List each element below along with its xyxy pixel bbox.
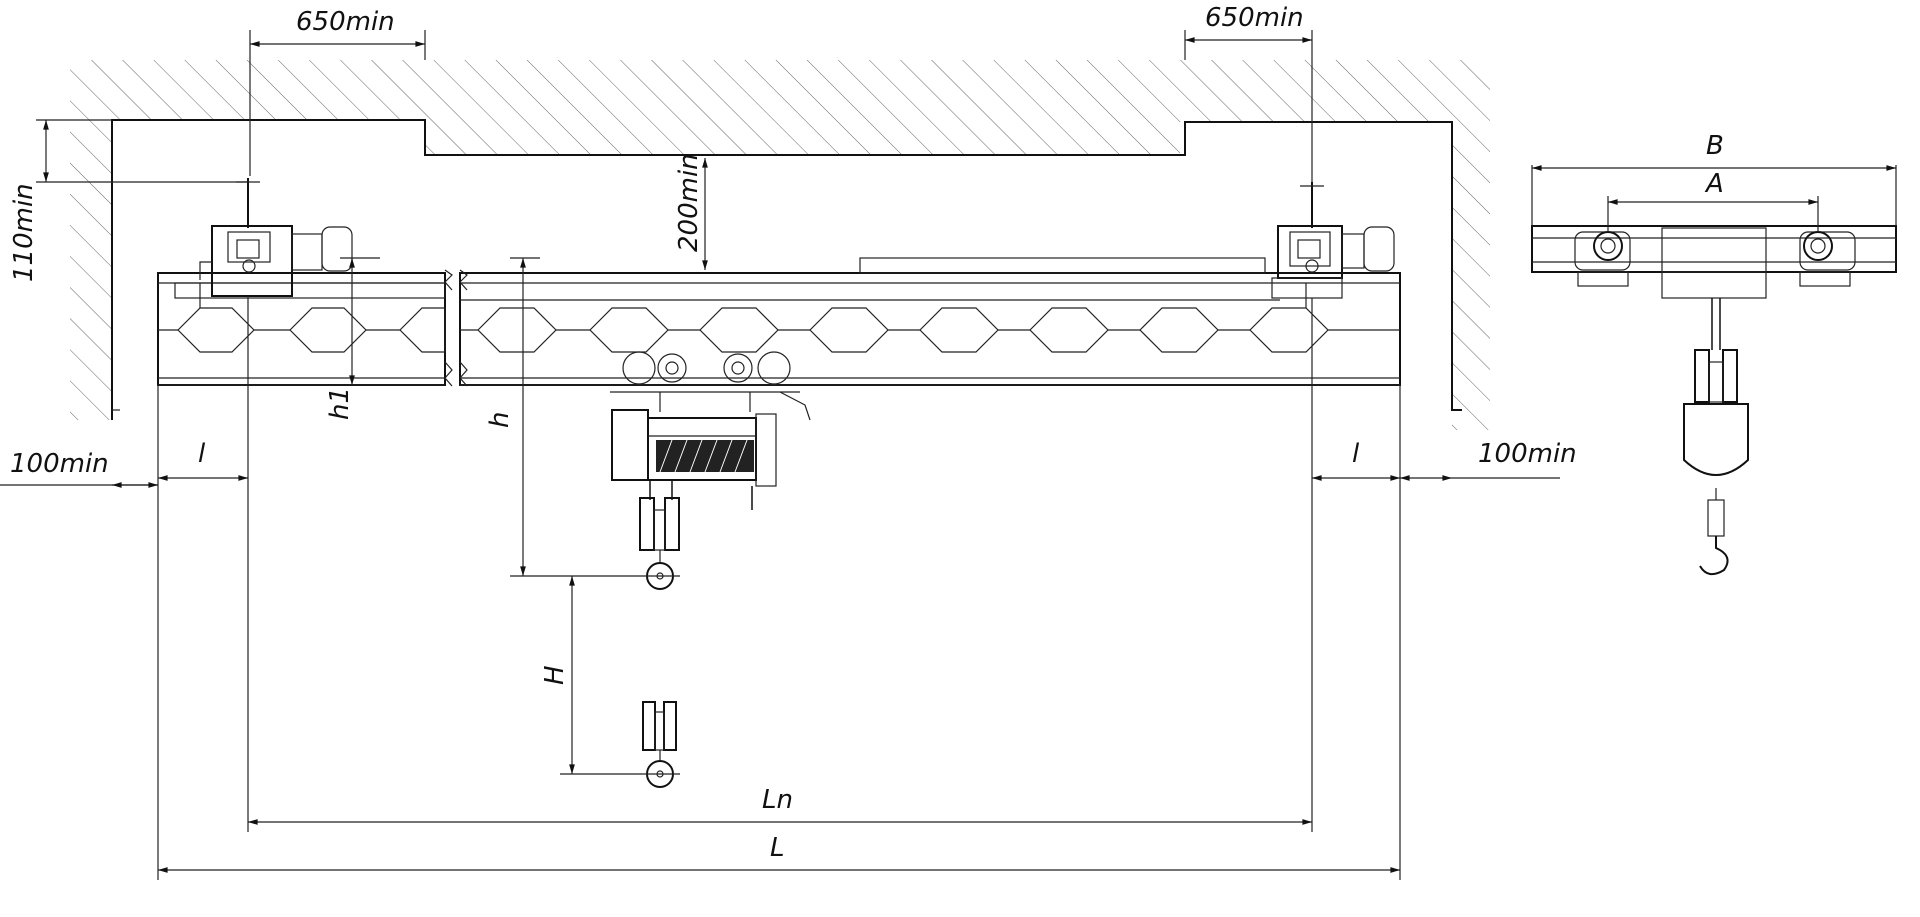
side-view bbox=[1531, 225, 1897, 576]
dim-label-H: H bbox=[540, 665, 570, 685]
dim-label-h: h bbox=[485, 412, 515, 428]
dim-label-l-right: l bbox=[1352, 439, 1360, 469]
dim-label-650min-left: 650min bbox=[296, 7, 395, 37]
dimensions bbox=[0, 30, 1897, 880]
hoist-trolley bbox=[560, 351, 811, 788]
ceiling-hatch-left bbox=[70, 60, 425, 420]
drum-windings bbox=[656, 439, 754, 473]
left-end-carriage bbox=[199, 178, 353, 297]
dim-label-h1: h1 bbox=[325, 387, 355, 420]
dim-label-L: L bbox=[770, 833, 785, 863]
dim-label-Ln: Ln bbox=[762, 785, 793, 815]
dim-label-l-left: l bbox=[198, 439, 206, 469]
ceiling-hatch-right bbox=[1185, 60, 1490, 430]
main-girder bbox=[157, 257, 1401, 387]
girder-truss-web bbox=[158, 283, 1400, 353]
building-wall-outline bbox=[70, 60, 1490, 430]
dim-label-650min-right: 650min bbox=[1205, 3, 1304, 33]
dim-label-A: A bbox=[1704, 169, 1724, 199]
dim-label-100min-right: 100min bbox=[1478, 439, 1577, 469]
right-end-carriage bbox=[1271, 182, 1395, 299]
ceiling-hatch-center bbox=[425, 60, 1185, 155]
dim-label-200min: 200min bbox=[674, 153, 704, 252]
dim-label-B: B bbox=[1706, 131, 1724, 161]
dim-label-100min-left: 100min bbox=[10, 449, 109, 479]
dim-label-110min: 110min bbox=[9, 183, 39, 282]
